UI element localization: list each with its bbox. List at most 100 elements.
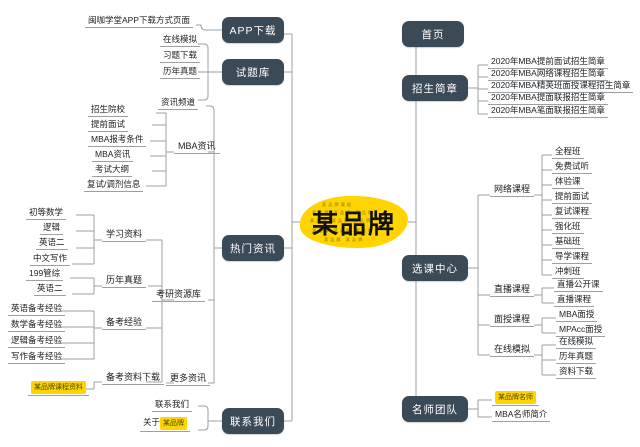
group-mba-news[interactable]: MBA资讯 (174, 140, 220, 154)
node-hot-news[interactable]: 热门资讯 (222, 235, 284, 261)
leaf-admission-schools[interactable]: 招生院校 (88, 104, 129, 117)
node-home-label: 首页 (421, 28, 445, 41)
leaf-brand-teachers[interactable]: 某品牌名师 (492, 391, 539, 406)
leaf-pre-interview-course[interactable]: 提前面试 (552, 191, 593, 204)
leaf-label: 直播公开课 (557, 279, 600, 289)
leaf-label: 历年真题 (163, 66, 198, 76)
group-more-news[interactable]: 更多资讯 (166, 372, 211, 386)
leaf-logic[interactable]: 逻辑 (40, 222, 64, 235)
subgroup-prep-experience[interactable]: 备考经验 (102, 316, 147, 330)
group-offline-course[interactable]: 面授课程 (490, 313, 535, 327)
leaf-label: 2020年MBA网络课程招生简章 (491, 68, 605, 78)
leaf-live-open-class[interactable]: 直播公开课 (554, 279, 603, 292)
leaf-english-prep-experience[interactable]: 英语备考经验 (8, 303, 66, 316)
node-app-download[interactable]: APP下载 (222, 17, 284, 43)
leaf-label: 全程班 (555, 146, 581, 156)
leaf-label: 招生院校 (91, 104, 126, 114)
leaf-full-course-class[interactable]: 全程班 (552, 146, 584, 159)
leaf-label: MPAcc面授 (559, 324, 603, 334)
subgroup-study-materials[interactable]: 学习资料 (102, 228, 147, 242)
leaf-label: 逻辑备考经验 (11, 335, 63, 345)
leaf-label: 中文写作 (33, 253, 68, 263)
leaf-pre-interview[interactable]: 提前面试 (88, 119, 129, 132)
svg-text:某品牌 某品牌 某品牌: 某品牌 某品牌 某品牌 (310, 217, 372, 224)
leaf-online-simulation[interactable]: 在线模拟 (160, 34, 201, 47)
leaf-199-management[interactable]: 199管综 (26, 268, 64, 281)
leaf-sim-online-simulation[interactable]: 在线模拟 (556, 336, 597, 349)
leaf-logic-prep-experience[interactable]: 逻辑备考经验 (8, 335, 66, 348)
leaf-label: 考试大纲 (95, 164, 130, 174)
group-label: 更多资讯 (170, 373, 207, 383)
leaf-brochure-pre-interview[interactable]: 2020年MBA提前面试招生简章 (488, 56, 608, 69)
leaf-label: 免费试听 (555, 161, 590, 171)
leaf-elementary-math[interactable]: 初等数学 (26, 207, 67, 220)
node-contact-us[interactable]: 联系我们 (222, 408, 284, 434)
leaf-app-download-page[interactable]: 闽咖学堂APP下载方式页面 (85, 15, 194, 28)
leaf-live-course[interactable]: 直播课程 (554, 294, 595, 307)
group-postgrad-resource-library[interactable]: 考研资源库 (152, 288, 206, 302)
leaf-about-brand[interactable]: 关于某品牌 (140, 417, 191, 432)
group-live-course[interactable]: 直播课程 (490, 283, 535, 297)
leaf-label: MBA面授 (559, 309, 595, 319)
leaf-foundation-class[interactable]: 基础班 (552, 236, 584, 249)
leaf-brand-course-materials[interactable]: 某品牌课程资料 (28, 381, 89, 396)
leaf-sim-material-download[interactable]: 资料下载 (556, 366, 597, 379)
leaf-english-two[interactable]: 英语二 (36, 237, 68, 250)
leaf-english-two-past[interactable]: 英语二 (34, 283, 66, 296)
leaf-label: MBA报考条件 (91, 134, 144, 144)
leaf-label: 2020年MBA精英班面授课程招生简章 (491, 80, 631, 90)
node-home[interactable]: 首页 (402, 21, 464, 47)
leaf-brochure-elite-offline-course[interactable]: 2020年MBA精英班面授课程招生简章 (488, 80, 634, 93)
center-node[interactable]: 某品牌课程 某品牌 某品牌 某品牌 某品牌 某品牌 某品牌 某品牌 某品牌 某品… (300, 196, 408, 248)
subgroup-past-papers[interactable]: 历年真题 (102, 274, 147, 288)
leaf-mba-news[interactable]: MBA资讯 (92, 149, 134, 162)
node-course-selection-center[interactable]: 选课中心 (402, 255, 468, 281)
leaf-label: 199管综 (29, 268, 61, 278)
node-question-bank[interactable]: 试题库 (222, 59, 284, 85)
subgroup-label: 备考经验 (106, 317, 143, 327)
leaf-brochure-written-interview-combo[interactable]: 2020年MBA笔面联报招生简章 (488, 105, 608, 118)
leaf-label: 基础班 (555, 236, 581, 246)
leaf-news-channel[interactable]: 资讯频道 (158, 97, 199, 110)
leaf-guidance-course[interactable]: 导学课程 (552, 251, 593, 264)
leaf-mba-teacher-intro[interactable]: MBA名师简介 (492, 409, 551, 422)
leaf-free-trial[interactable]: 免费试听 (552, 161, 593, 174)
leaf-past-exam-papers[interactable]: 历年真题 (160, 66, 201, 79)
group-online-simulation[interactable]: 在线模拟 (490, 343, 535, 357)
subgroup-prep-material-download[interactable]: 备考资料下载 (102, 371, 165, 385)
leaf-label: 复试/调剂信息 (87, 179, 141, 189)
leaf-label: 初等数学 (29, 207, 64, 217)
leaf-intensive-class[interactable]: 强化班 (552, 221, 584, 234)
leaf-exam-syllabus[interactable]: 考试大纲 (92, 164, 133, 177)
leaf-label: 资讯频道 (161, 97, 196, 107)
group-label: 在线模拟 (494, 344, 531, 354)
node-admission-brochure[interactable]: 招生简章 (402, 75, 468, 101)
leaf-math-prep-experience[interactable]: 数学备考经验 (8, 319, 66, 332)
group-label: 面授课程 (494, 314, 531, 324)
leaf-experience-class[interactable]: 体验课 (552, 176, 584, 189)
leaf-brochure-online-course[interactable]: 2020年MBA网络课程招生简章 (488, 68, 608, 81)
leaf-brochure-pre-interview-combo[interactable]: 2020年MBA提面联报招生简章 (488, 92, 608, 105)
leaf-label-prefix: 关于 (143, 417, 161, 427)
subgroup-label: 备考资料下载 (106, 372, 161, 382)
leaf-writing-prep-experience[interactable]: 写作备考经验 (8, 351, 66, 364)
center-scribble-decoration: 某品牌课程 某品牌 某品牌 某品牌 某品牌 某品牌 某品牌 某品牌 某品牌 某品… (310, 201, 372, 243)
leaf-label: 直播课程 (557, 294, 592, 304)
leaf-chinese-writing[interactable]: 中文写作 (30, 253, 71, 266)
group-label: MBA资讯 (178, 141, 216, 151)
leaf-sim-past-papers[interactable]: 历年真题 (556, 351, 597, 364)
leaf-sprint-class[interactable]: 冲刺班 (552, 266, 584, 279)
leaf-mpacc-offline[interactable]: MPAcc面授 (556, 324, 606, 337)
leaf-contact-us[interactable]: 联系我们 (152, 399, 193, 412)
leaf-retest-adjustment-info[interactable]: 复试/调剂信息 (84, 179, 144, 192)
leaf-label: MBA名师简介 (495, 409, 548, 419)
leaf-label: 冲刺班 (555, 266, 581, 276)
leaf-mba-offline[interactable]: MBA面授 (556, 309, 598, 322)
leaf-exercise-download[interactable]: 习题下载 (160, 50, 201, 63)
node-course-selection-center-label: 选课中心 (412, 262, 458, 275)
node-teacher-team[interactable]: 名师团队 (402, 396, 468, 422)
leaf-mba-requirements[interactable]: MBA报考条件 (88, 134, 147, 147)
leaf-retest-course[interactable]: 复试课程 (552, 206, 593, 219)
group-online-course[interactable]: 网络课程 (490, 183, 535, 197)
leaf-label: 习题下载 (163, 50, 198, 60)
